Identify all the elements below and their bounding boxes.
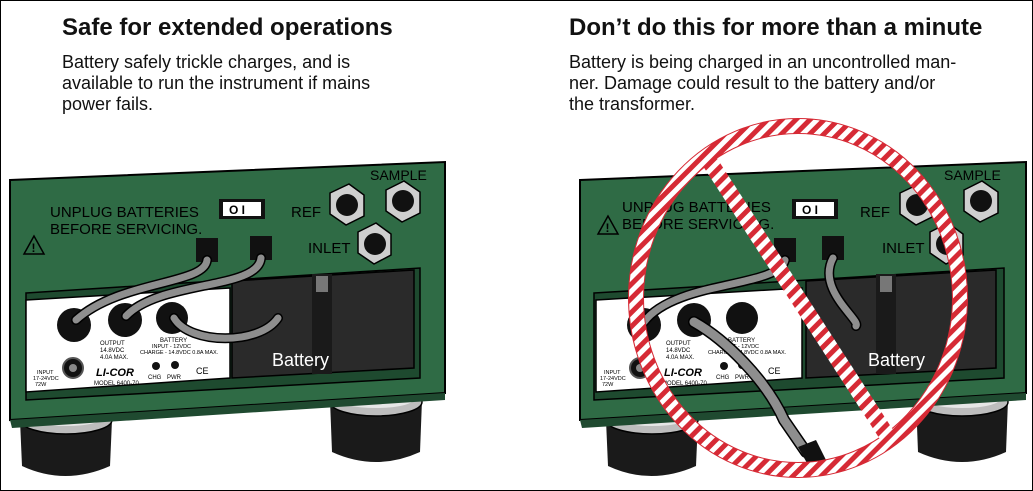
gas-ports: REF SAMPLE INLET xyxy=(291,167,427,265)
battery-compartment: Battery xyxy=(805,269,997,379)
ref-label: REF xyxy=(860,204,890,221)
battery-compartment: Battery xyxy=(231,269,415,379)
svg-text:!: ! xyxy=(606,221,610,235)
inlet-label: INLET xyxy=(308,240,351,257)
svg-text:CHG: CHG xyxy=(716,375,730,381)
svg-text:CHG: CHG xyxy=(148,375,162,381)
description-line: available to run the instrument if mains xyxy=(62,73,371,93)
svg-text:72W: 72W xyxy=(35,382,47,388)
panel-description: Battery safely trickle charges, and is a… xyxy=(62,52,472,115)
svg-text:O I: O I xyxy=(802,203,818,217)
chg-led xyxy=(152,362,160,370)
svg-text:CHARGE - 14.8VDC 0.8A MAX.: CHARGE - 14.8VDC 0.8A MAX. xyxy=(140,350,219,356)
svg-text:BATTERY: BATTERY xyxy=(160,338,187,344)
description-line: Battery safely trickle charges, and is xyxy=(62,52,351,72)
device-illustration: ! UNPLUG BATTERIES BEFORE SERVICING. O I… xyxy=(9,160,446,476)
panel-unsafe: Don’t do this for more than a minute Bat… xyxy=(516,0,1033,489)
ref-label: REF xyxy=(291,204,321,221)
panel-description: Battery is being charged in an uncontrol… xyxy=(569,52,979,115)
power-supply-panel: OUTPUT 14.8VDC 4.0A MAX. BATTERY INPUT -… xyxy=(595,287,803,393)
svg-text:14.8VDC: 14.8VDC xyxy=(666,348,691,354)
svg-text:!: ! xyxy=(32,241,36,255)
svg-text:PWR: PWR xyxy=(735,375,750,381)
svg-text:4.0A MAX.: 4.0A MAX. xyxy=(666,355,695,361)
svg-text:4.0A MAX.: 4.0A MAX. xyxy=(100,355,129,361)
chg-led xyxy=(720,362,728,370)
svg-text:CE: CE xyxy=(768,366,781,376)
svg-text:OUTPUT: OUTPUT xyxy=(100,341,125,347)
svg-text:CE: CE xyxy=(196,366,209,376)
brand-logo: LI-COR xyxy=(664,367,702,379)
battery-jack[interactable] xyxy=(726,302,758,334)
power-switch[interactable]: O I xyxy=(792,199,838,219)
panel-safe: Safe for extended operations Battery saf… xyxy=(0,0,516,489)
battery-connector xyxy=(250,236,272,260)
svg-text:MODEL 6400-70: MODEL 6400-70 xyxy=(662,381,707,387)
battery-label: Battery xyxy=(868,350,925,370)
svg-text:O I: O I xyxy=(229,203,245,217)
svg-text:INPUT: INPUT xyxy=(604,370,621,376)
svg-text:INPUT - 12VDC: INPUT - 12VDC xyxy=(152,344,191,350)
warning-label: ! UNPLUG BATTERIES BEFORE SERVICING. xyxy=(22,204,202,255)
charging-cables xyxy=(71,253,283,344)
description-line: power fails. xyxy=(62,94,154,114)
svg-text:BATTERY: BATTERY xyxy=(728,338,755,344)
svg-text:14.8VDC: 14.8VDC xyxy=(100,348,125,354)
svg-text:INPUT - 12VDC: INPUT - 12VDC xyxy=(720,344,759,350)
sample-label: SAMPLE xyxy=(370,167,427,183)
svg-text:17-24VDC: 17-24VDC xyxy=(33,376,59,382)
battery-connector xyxy=(196,238,218,262)
brand-logo: LI-COR xyxy=(96,367,134,379)
warning-line-2: BEFORE SERVICING. xyxy=(50,221,202,238)
panel-title: Don’t do this for more than a minute xyxy=(569,14,983,41)
svg-text:72W: 72W xyxy=(602,382,614,388)
warning-line-1: UNPLUG BATTERIES xyxy=(50,204,199,221)
svg-text:CHARGE - 14.8VDC 0.8A MAX.: CHARGE - 14.8VDC 0.8A MAX. xyxy=(708,350,787,356)
prohibition-sign xyxy=(628,118,968,478)
device-illustration: ! UNPLUG BATTERIES BEFORE SERVICING. O I… xyxy=(579,118,1027,478)
description-line: the transformer. xyxy=(569,94,696,114)
svg-text:17-24VDC: 17-24VDC xyxy=(600,376,626,382)
svg-text:INPUT: INPUT xyxy=(37,370,54,376)
svg-text:MODEL 6400-70: MODEL 6400-70 xyxy=(94,381,139,387)
sample-label: SAMPLE xyxy=(944,167,1001,183)
pwr-led xyxy=(171,361,179,369)
panel-title: Safe for extended operations xyxy=(62,14,393,41)
power-switch[interactable]: O I xyxy=(219,199,265,219)
battery-label: Battery xyxy=(272,350,329,370)
svg-text:PWR: PWR xyxy=(167,375,182,381)
svg-text:OUTPUT: OUTPUT xyxy=(666,341,691,347)
inlet-label: INLET xyxy=(882,240,925,257)
description-line: Battery is being charged in an uncontrol… xyxy=(569,52,957,72)
battery-connector xyxy=(822,236,844,260)
description-line: ner. Damage could result to the battery … xyxy=(569,73,936,93)
